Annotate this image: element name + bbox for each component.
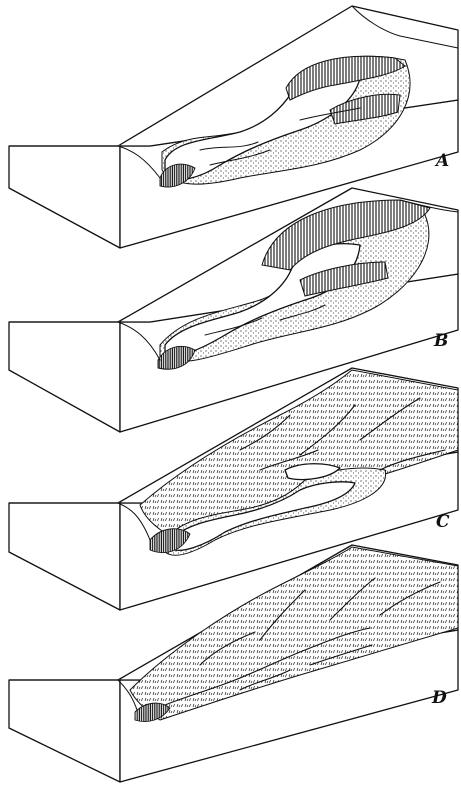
panel-label-c: C: [436, 512, 450, 532]
panel-label-a: A: [434, 151, 449, 171]
panel-label-d: D: [431, 688, 447, 708]
panel-label-b: B: [433, 331, 448, 351]
